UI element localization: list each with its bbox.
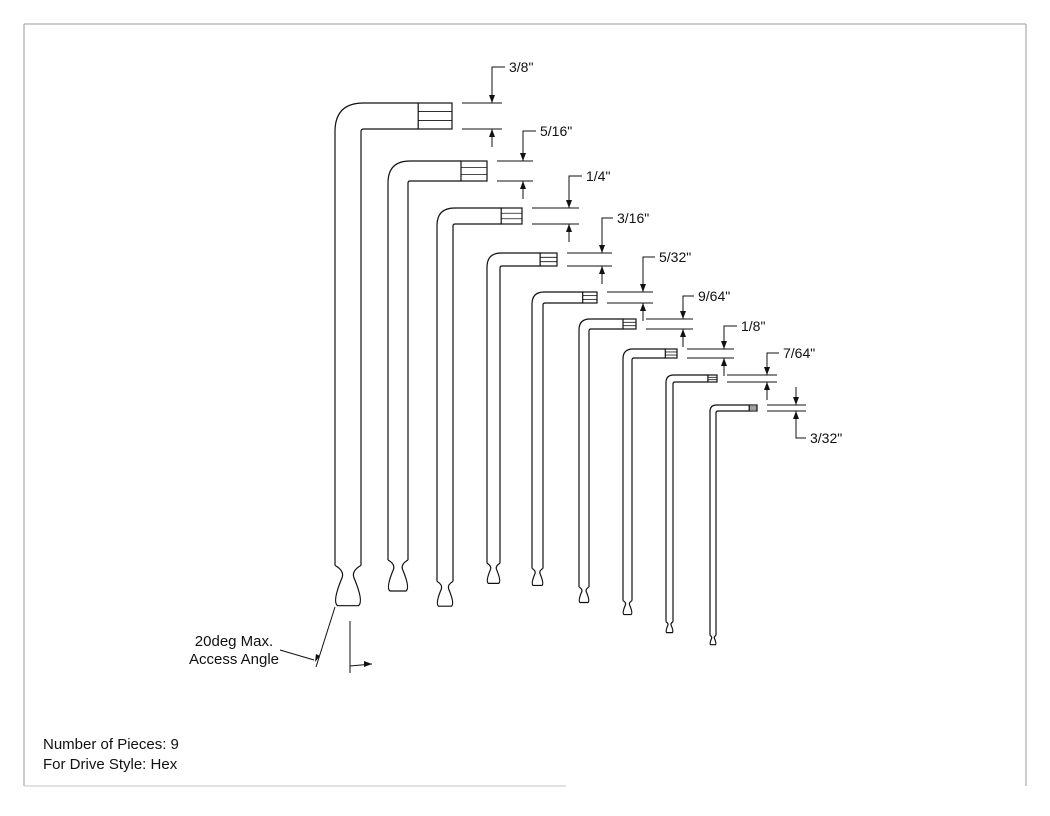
ball-end <box>387 559 409 592</box>
dimension-9: 3/32" <box>767 387 842 446</box>
dimension-8: 7/64" <box>727 345 815 400</box>
ball-end <box>578 586 590 604</box>
label-leader <box>682 295 694 301</box>
size-label: 5/32" <box>659 249 691 265</box>
arrowhead <box>640 284 646 292</box>
dimension-6: 9/64" <box>646 288 730 347</box>
hex-tip <box>622 318 637 330</box>
ball-end <box>486 562 501 584</box>
ball-end <box>665 621 674 634</box>
dimension-2: 5/16" <box>497 123 572 199</box>
hex-tip <box>707 374 718 383</box>
arrowhead <box>764 382 770 390</box>
hex-key-1 <box>334 102 453 607</box>
dimension-5: 5/32" <box>607 249 691 321</box>
hex-key-body <box>531 291 583 569</box>
drawing-notes: Number of Pieces: 9 For Drive Style: Hex <box>43 735 179 775</box>
dimension-7: 1/8" <box>687 318 765 376</box>
dimension-3: 1/4" <box>532 168 610 242</box>
access-angle-line-2: Access Angle <box>188 651 280 668</box>
hex-key-4 <box>486 252 558 584</box>
hex-key-9 <box>709 404 758 646</box>
size-label: 3/16" <box>617 210 649 226</box>
hex-key-2 <box>387 160 488 592</box>
hex-tip <box>582 291 598 304</box>
arrowhead <box>566 200 572 208</box>
arrowhead <box>520 153 526 161</box>
size-label: 5/16" <box>540 123 572 139</box>
arrowhead <box>489 95 495 103</box>
label-leader <box>522 130 536 143</box>
arrowhead <box>566 224 572 232</box>
size-label: 3/32" <box>810 430 842 446</box>
sheet-border <box>23 23 1027 787</box>
ball-end <box>531 567 544 587</box>
label-leader <box>795 429 806 439</box>
arrowhead <box>520 181 526 189</box>
hex-key-8 <box>665 374 718 634</box>
arrowhead <box>599 245 605 253</box>
ball-end <box>436 580 454 607</box>
arrowhead <box>793 411 799 419</box>
label-leader <box>766 352 779 357</box>
label-leader <box>723 325 737 331</box>
hex-key-body <box>578 318 623 587</box>
hex-tip <box>664 348 678 359</box>
size-label: 1/4" <box>586 168 610 184</box>
hex-key-3 <box>436 207 523 607</box>
hex-keys <box>334 102 758 646</box>
label-leader <box>568 175 582 190</box>
hex-tip <box>460 160 488 182</box>
arrowhead <box>764 367 770 375</box>
ball-end <box>334 564 362 607</box>
arrowhead <box>721 341 727 349</box>
hex-key-7 <box>622 348 678 616</box>
label-leader <box>642 256 655 274</box>
size-label: 7/64" <box>783 345 815 361</box>
hex-key-5 <box>531 291 598 587</box>
arrowhead <box>489 129 495 137</box>
hex-key-body <box>334 102 419 566</box>
label-leader <box>491 66 505 85</box>
dimension-1: 3/8" <box>462 59 533 147</box>
hex-key-body <box>387 160 461 560</box>
label-leader <box>601 217 613 235</box>
size-label: 1/8" <box>741 318 765 334</box>
hex-key-6 <box>578 318 637 604</box>
size-dimensions: 3/8" 5/16" 1/4" 3/16" 5/32" 9/64" 1/8" 7/64" 3/3… <box>462 59 842 446</box>
hex-tip <box>500 207 523 225</box>
arrowhead <box>793 397 799 405</box>
hex-key-body <box>486 252 541 564</box>
drive-style-note: For Drive Style: Hex <box>43 756 178 773</box>
hex-key-body <box>709 404 750 636</box>
ball-end <box>709 634 717 646</box>
arrowhead <box>680 329 686 337</box>
access-angle-callout <box>279 606 373 673</box>
dimension-4: 3/16" <box>567 210 649 284</box>
size-label: 3/8" <box>509 59 533 75</box>
hex-key-body <box>436 207 502 582</box>
access-angle-line-1: 20deg Max. <box>194 633 274 650</box>
hex-tip <box>539 252 558 267</box>
arrowhead <box>721 358 727 366</box>
hex-tip <box>748 404 758 412</box>
ball-end <box>622 600 633 616</box>
hex-key-body <box>622 348 666 601</box>
hex-tip <box>417 102 453 130</box>
hex-key-body <box>665 374 708 622</box>
pieces-note: Number of Pieces: 9 <box>43 736 179 753</box>
arrowhead <box>680 311 686 319</box>
size-label: 9/64" <box>698 288 730 304</box>
arrowhead <box>599 266 605 274</box>
arrowhead <box>640 303 646 311</box>
access-angle-label: 20deg Max. Access Angle <box>168 633 300 669</box>
